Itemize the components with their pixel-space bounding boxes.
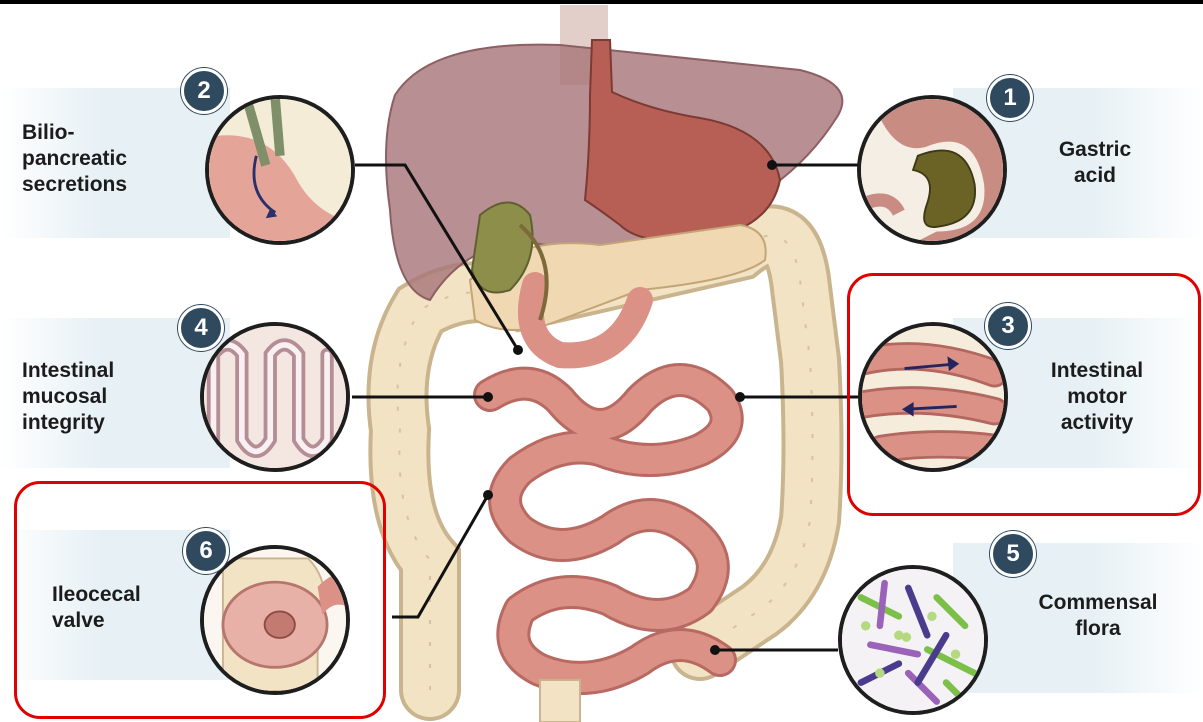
badge-4: 4 (178, 305, 224, 351)
badge-5: 5 (990, 531, 1036, 577)
connector-dot-2 (513, 345, 523, 355)
badge-1: 1 (987, 75, 1033, 121)
connector-dot-1 (767, 160, 777, 170)
label-bilio-pancreatic: Bilio- pancreatic secretions (22, 120, 192, 198)
small-intestine (490, 380, 727, 678)
connector-dot-4 (483, 392, 493, 402)
gastric-acid-inset (857, 95, 1007, 245)
connector-dot-3 (735, 392, 745, 402)
label-commensal-flora: Commensal flora (1018, 590, 1178, 642)
mucosal-integrity-inset (200, 322, 350, 472)
badge-2: 2 (181, 68, 227, 114)
label-mucosal-integrity: Intestinal mucosal integrity (22, 358, 192, 436)
highlight-box-6 (14, 481, 386, 719)
bilio-pancreatic-inset (205, 95, 355, 245)
connector-dot-6 (483, 490, 493, 500)
commensal-flora-inset (838, 565, 988, 715)
rectum (540, 680, 580, 722)
connector-dot-5 (710, 645, 720, 655)
label-gastric-acid: Gastric acid (1020, 137, 1170, 189)
highlight-box-3 (847, 273, 1201, 516)
